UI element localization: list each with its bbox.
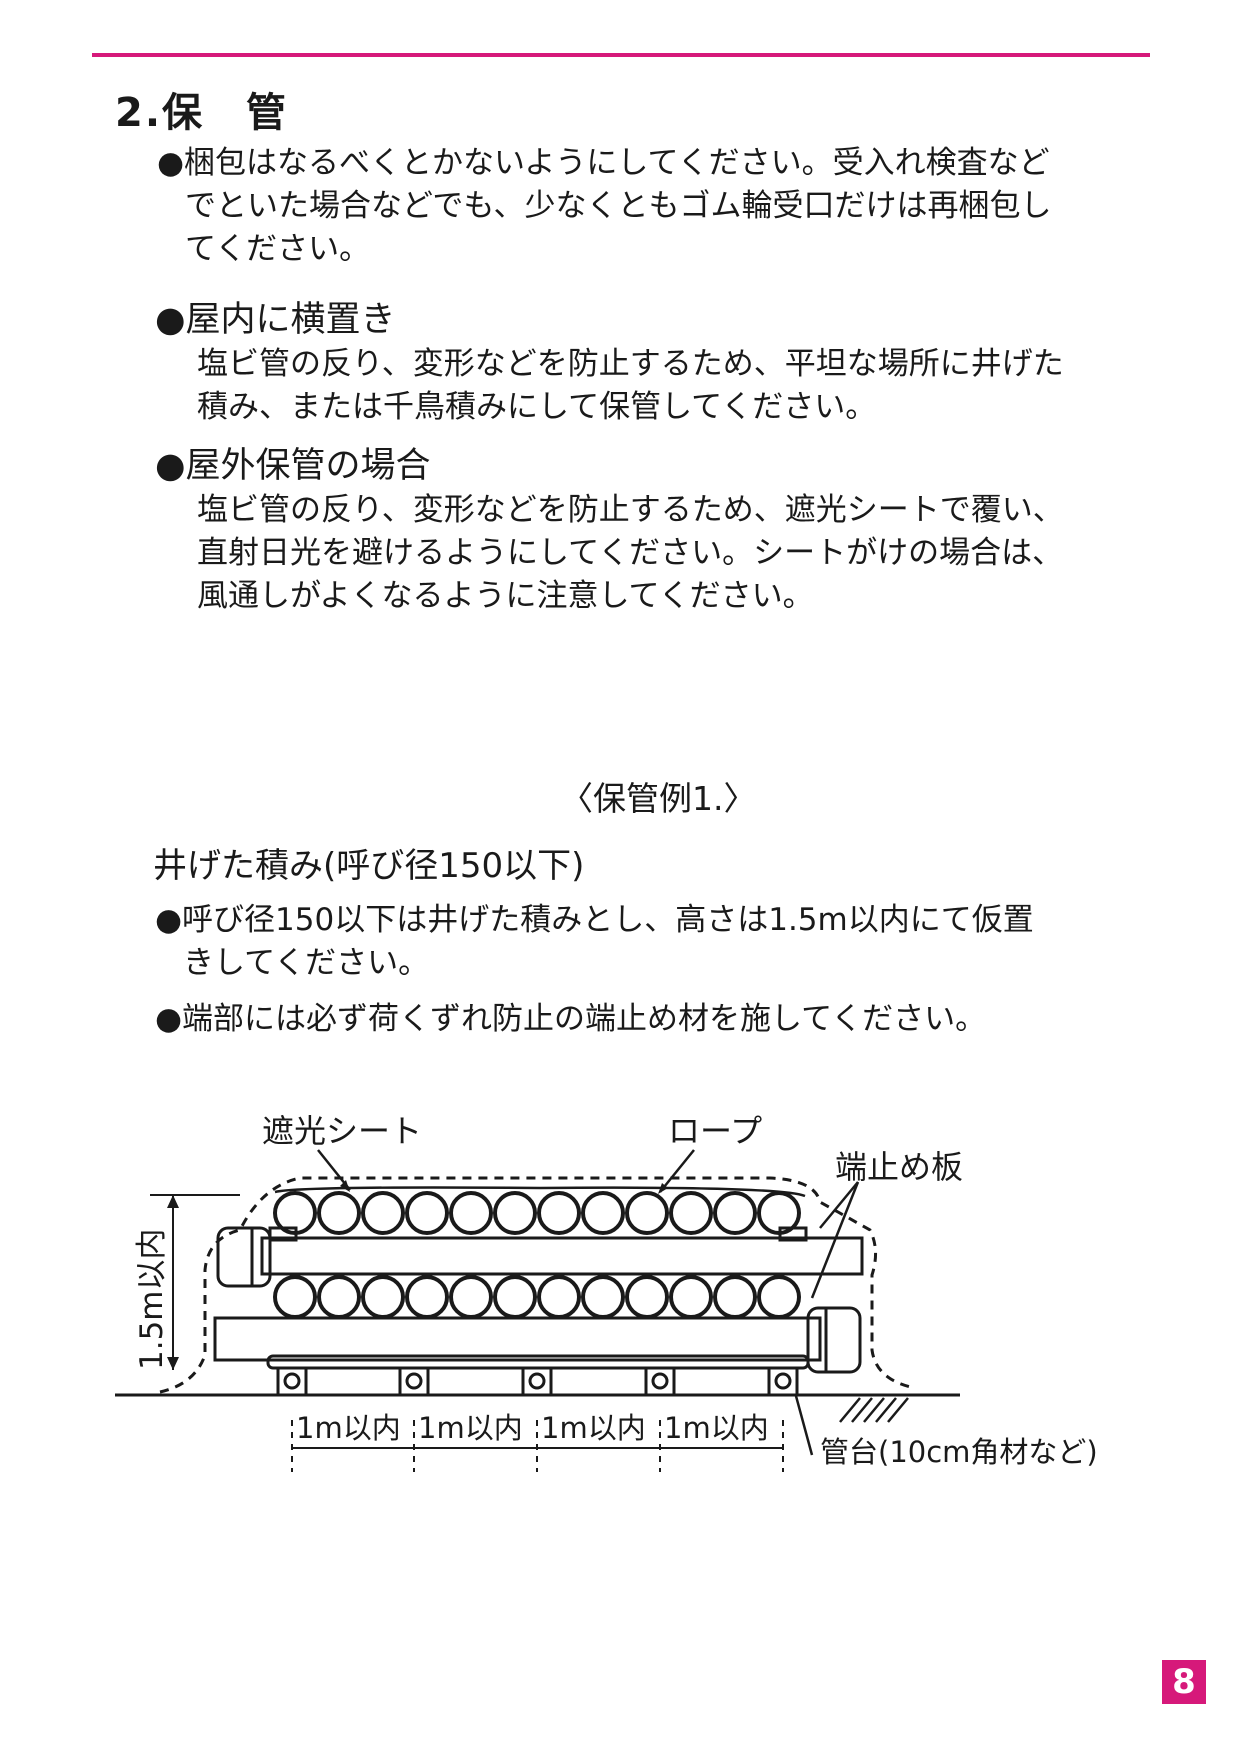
intro-line: てください。	[185, 231, 371, 267]
rope	[274, 1186, 806, 1198]
label-rope: ロープ	[668, 1112, 762, 1150]
indoor-line: 塩ビ管の反り、変形などを防止するため、平坦な場所に井げた	[197, 346, 1064, 382]
label-endstop: 端止め板	[835, 1148, 963, 1186]
intro-line: ●梱包はなるべくとかないようにしてください。受入れ検査など	[157, 145, 1050, 181]
height-dimension	[150, 1194, 240, 1370]
outdoor-line: 風通しがよくなるように注意してください。	[197, 578, 814, 614]
example-subtitle: 井げた積み(呼び径150以下)	[153, 846, 585, 886]
ground-hatch	[839, 1397, 909, 1423]
label-spacing: 1m以内	[418, 1411, 523, 1445]
upper-pipe-socket	[216, 1226, 272, 1288]
leader-rope	[659, 1149, 695, 1193]
storage-diagram: 遮光シート ロープ 端止め板 1.5m以内 1m以内 1m以内 1m以内 1m以…	[115, 1112, 1098, 1472]
support-blocks	[276, 1366, 799, 1397]
label-support: 管台(10cm角材など)	[820, 1435, 1098, 1469]
spacing-dimension	[291, 1420, 784, 1472]
label-spacing: 1m以内	[541, 1411, 646, 1445]
upper-long-pipe	[260, 1236, 864, 1276]
indoor-body: 塩ビ管の反り、変形などを防止するため、平坦な場所に井げた 積み、または千鳥積みに…	[197, 343, 1157, 429]
upper-cross-pipes	[273, 1191, 801, 1235]
intro-line: でといた場合などでも、少なくともゴム輪受口だけは再梱包し	[185, 188, 1052, 224]
top-rule	[92, 53, 1150, 57]
note-height: ●呼び径150以下は井げた積みとし、高さは1.5m以内にて仮置 きしてください。	[155, 899, 1145, 985]
intro-paragraph: ●梱包はなるべくとかないようにしてください。受入れ検査など でといた場合などでも…	[157, 142, 1147, 271]
outdoor-body: 塩ビ管の反り、変形などを防止するため、遮光シートで覆い、 直射日光を避けるように…	[197, 489, 1157, 618]
label-spacing: 1m以内	[296, 1411, 401, 1445]
leader-support	[794, 1395, 814, 1456]
page-number-badge: 8	[1162, 1660, 1206, 1704]
light-shield-sheet	[159, 1176, 916, 1394]
label-sheet: 遮光シート	[262, 1112, 422, 1150]
outdoor-line: 直射日光を避けるようにしてください。シートがけの場合は、	[197, 535, 1064, 571]
outdoor-title: ●屋外保管の場合	[155, 446, 431, 486]
leader-endstop-upper	[819, 1181, 859, 1229]
indoor-line: 積み、または千鳥積みにして保管してください。	[197, 389, 877, 425]
label-spacing: 1m以内	[664, 1411, 769, 1445]
example-title: 〈保管例1.〉	[560, 779, 757, 818]
outdoor-line: 塩ビ管の反り、変形などを防止するため、遮光シートで覆い、	[197, 492, 1064, 528]
note-line: きしてください。	[183, 945, 430, 981]
note-line: ●呼び径150以下は井げた積みとし、高さは1.5m以内にて仮置	[155, 902, 1034, 938]
label-height: 1.5m以内	[134, 1229, 170, 1371]
lower-cross-pipes	[273, 1275, 801, 1319]
note-endstop: ●端部には必ず荷くずれ防止の端止め材を施してください。	[155, 1001, 987, 1037]
lower-long-pipe	[213, 1316, 822, 1362]
lower-pipe-socket	[806, 1306, 862, 1374]
support-beam	[266, 1354, 810, 1370]
section-heading: 2.保 管	[115, 90, 289, 136]
indoor-title: ●屋内に横置き	[155, 300, 396, 340]
leader-endstop-lower	[810, 1181, 860, 1299]
